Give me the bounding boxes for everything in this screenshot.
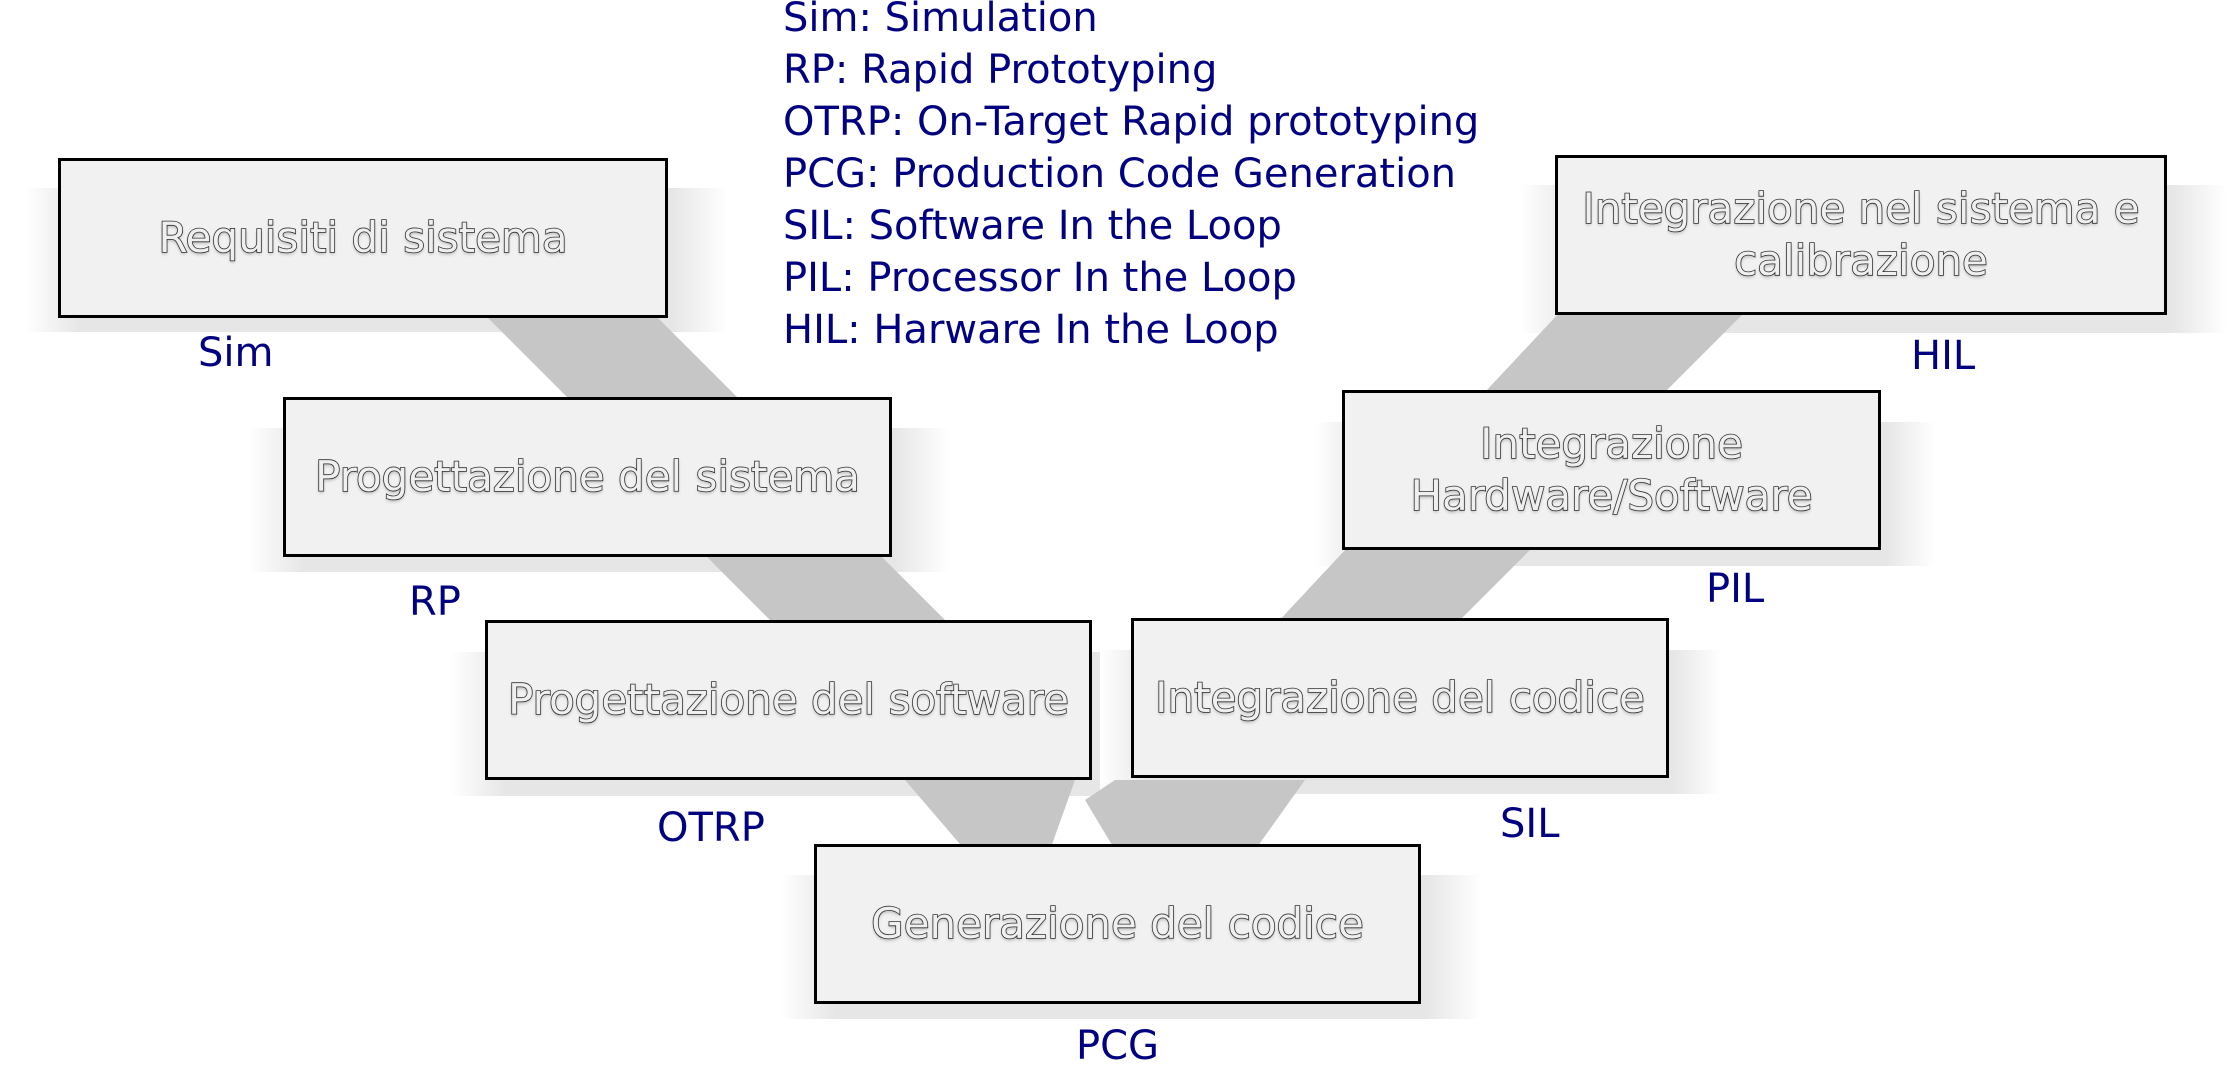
stage-software-design: Progettazione del software — [485, 620, 1092, 780]
stage-tag-pcg: PCG — [1076, 1023, 1160, 1069]
stage-label: Requisiti di sistema — [158, 212, 569, 263]
legend-item: PIL: Processor In the Loop — [783, 255, 1297, 301]
acronym-legend: Sim: Simulation RP: Rapid Prototyping OT… — [783, 0, 1479, 356]
connector-swdesign-codegen — [905, 780, 1075, 850]
stage-label: Integrazione Hardware/Software — [1410, 418, 1814, 521]
legend-item: SIL: Software In the Loop — [783, 203, 1282, 249]
stage-label: Progettazione del sistema — [314, 451, 861, 502]
stage-code-integration: Integrazione del codice — [1131, 618, 1669, 778]
stage-label: Integrazione del codice — [1154, 672, 1645, 723]
stage-system-design: Progettazione del sistema — [283, 397, 892, 557]
stage-tag-hil: HIL — [1911, 333, 1976, 379]
connector-sysdesign-swdesign — [705, 555, 950, 625]
stage-hw-sw-integration: Integrazione Hardware/Software — [1342, 390, 1881, 550]
legend-item: PCG: Production Code Generation — [783, 151, 1457, 197]
stage-tag-sil: SIL — [1500, 801, 1560, 847]
stage-code-generation: Generazione del codice — [814, 844, 1421, 1004]
legend-item: OTRP: On-Target Rapid prototyping — [783, 99, 1480, 145]
stage-label: Generazione del codice — [870, 898, 1364, 949]
legend-item: Sim: Simulation — [783, 0, 1098, 41]
legend-item: HIL: Harware In the Loop — [783, 307, 1279, 353]
connector-hwsw-sysint — [1485, 312, 1745, 392]
stage-label: Integrazione nel sistema e calibrazione — [1582, 183, 2141, 286]
stage-tag-otrp: OTRP — [657, 805, 765, 851]
stage-tag-pil: PIL — [1706, 566, 1765, 612]
legend-item: RP: Rapid Prototyping — [783, 47, 1218, 93]
connector-codeint-hwsw — [1275, 550, 1530, 625]
connector-req-sysdesign — [485, 315, 740, 400]
v-connectors — [485, 312, 1745, 850]
stage-system-integration: Integrazione nel sistema e calibrazione — [1555, 155, 2167, 315]
stage-tag-sim: Sim — [198, 330, 274, 376]
stage-system-requirements: Requisiti di sistema — [58, 158, 668, 318]
stage-tag-rp: RP — [409, 579, 461, 625]
stage-label: Progettazione del software — [507, 674, 1070, 725]
connector-codegen-codeint — [1085, 780, 1305, 850]
